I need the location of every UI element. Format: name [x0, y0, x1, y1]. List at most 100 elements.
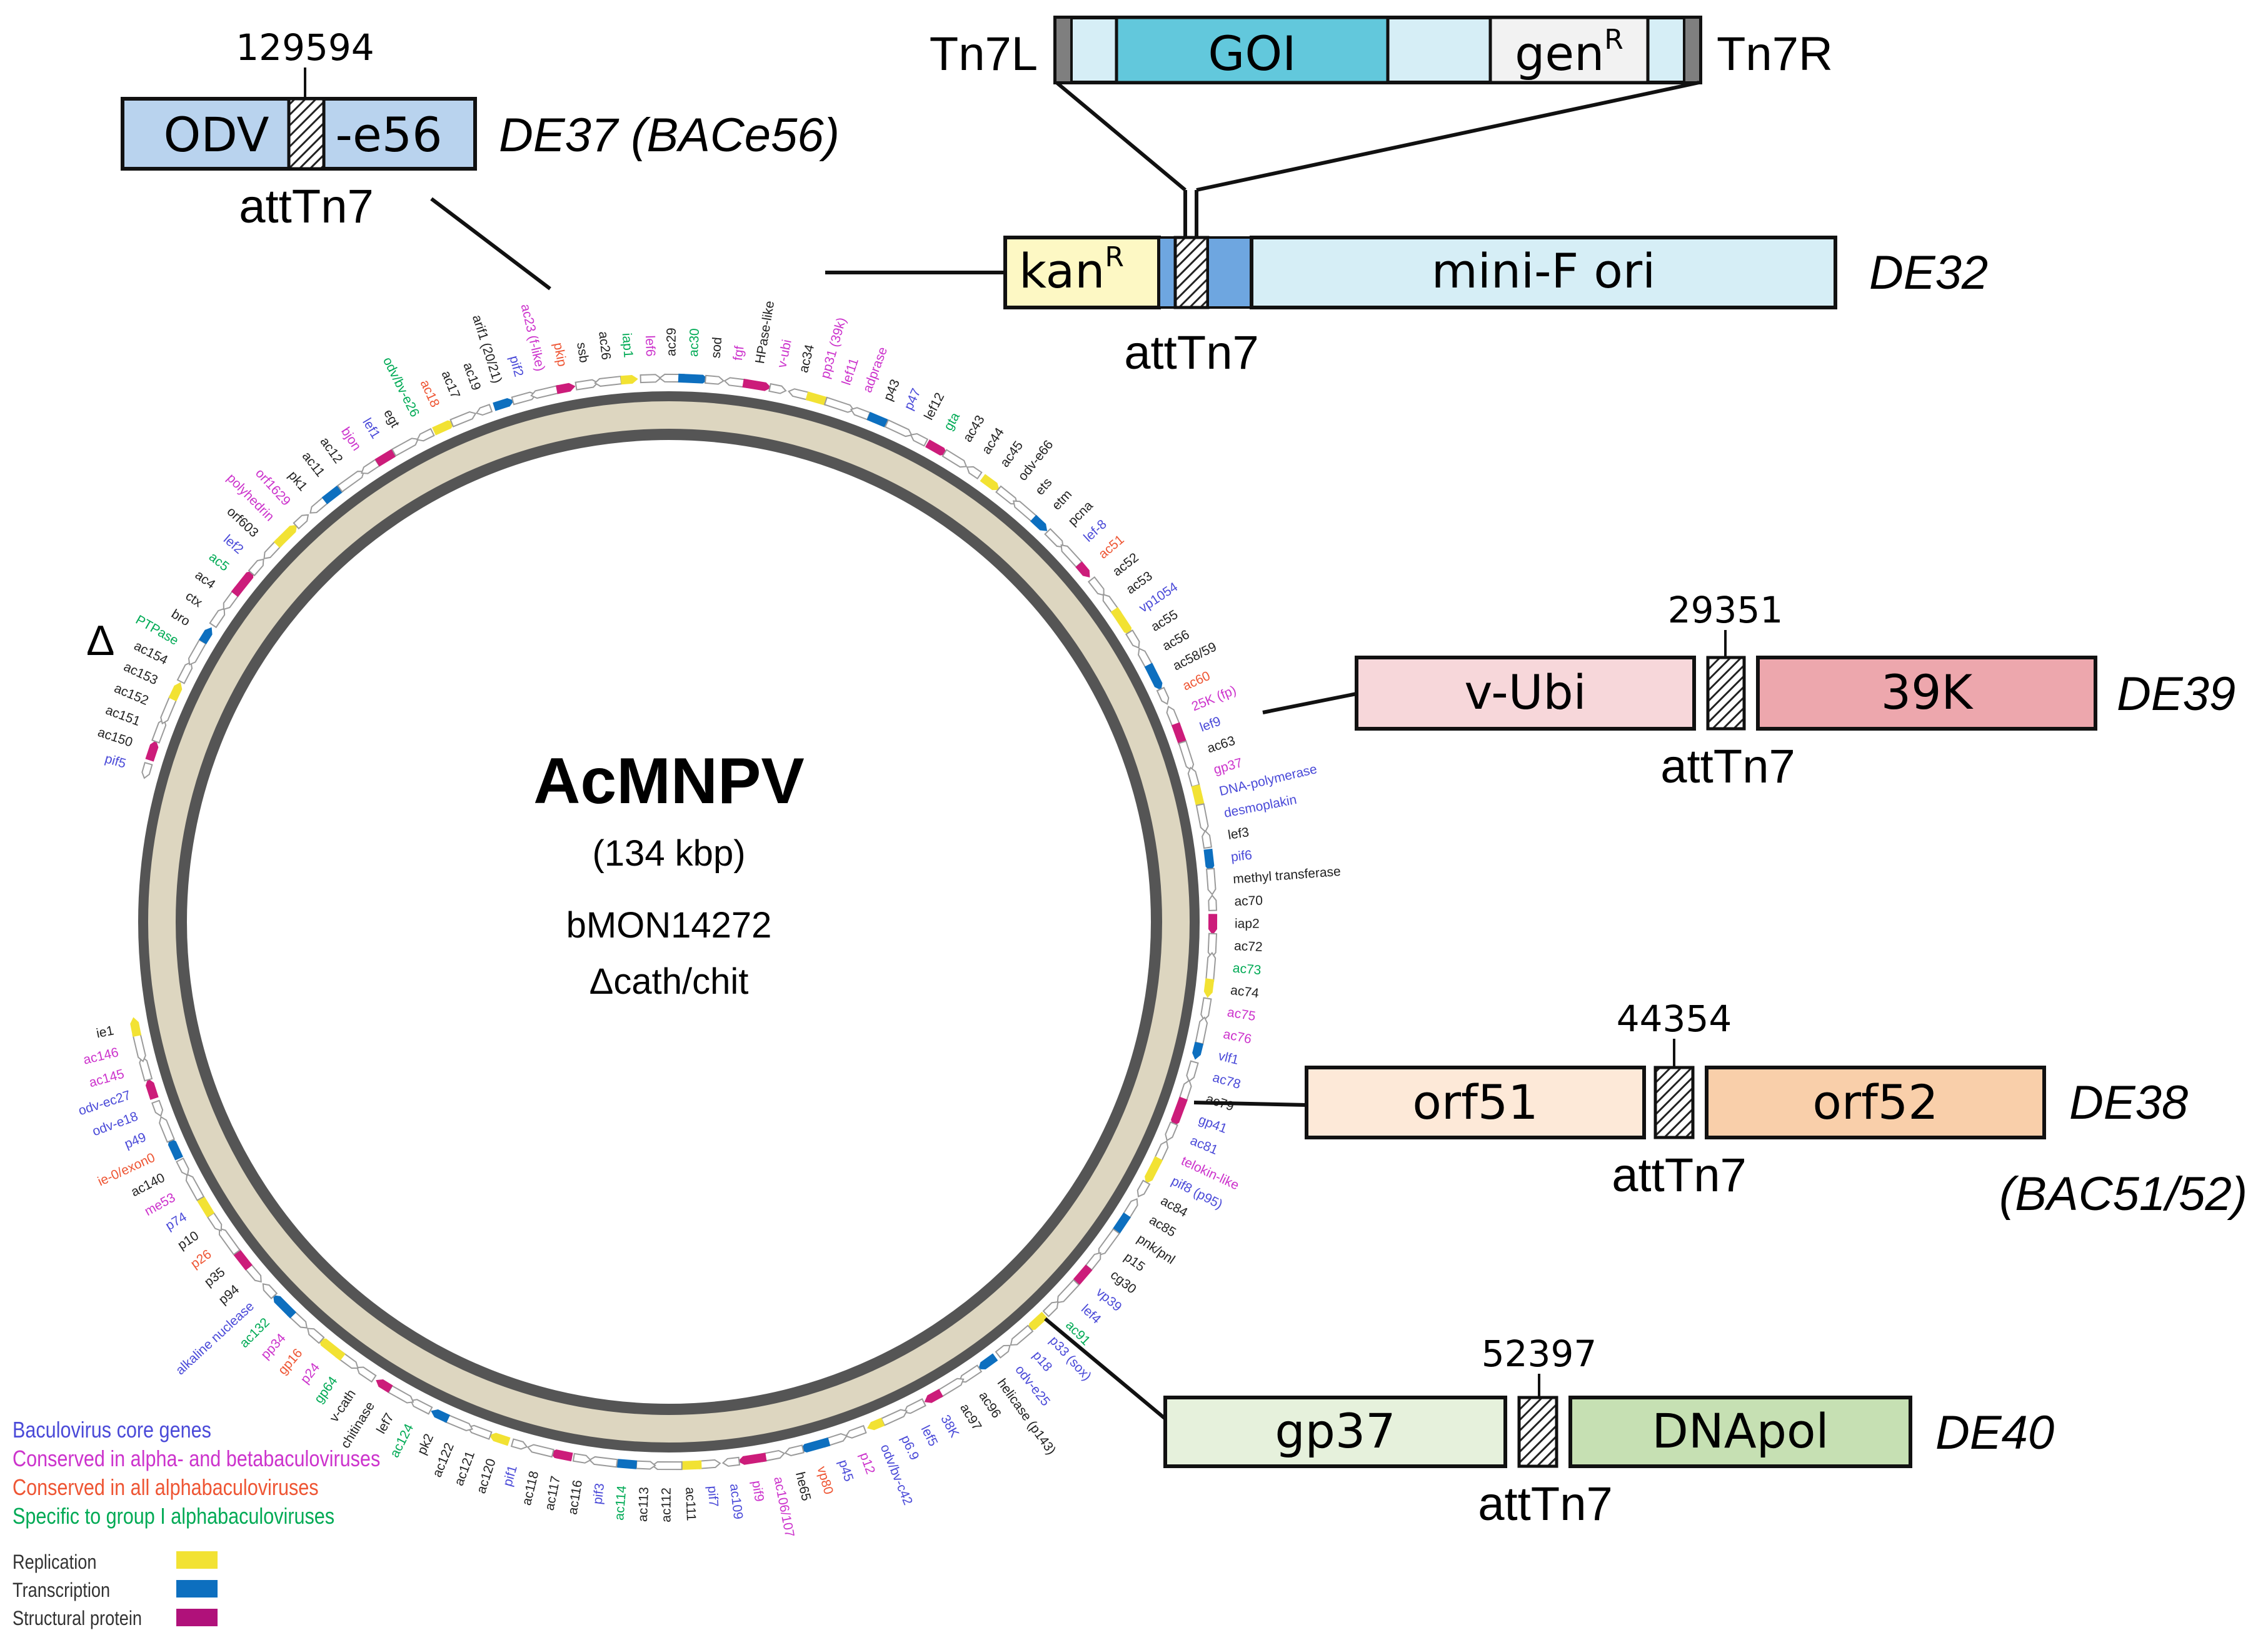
gene-label: ac96 [976, 1389, 1003, 1421]
gene-arrow [1098, 1228, 1120, 1256]
gene-arrow [262, 1283, 278, 1299]
gene-arrow [431, 1409, 451, 1423]
de38-right-label: orf52 [1812, 1074, 1938, 1130]
gene-label: ac63 [1205, 734, 1237, 756]
gene-arrow [978, 1353, 998, 1369]
genome-ring-inner [176, 429, 1162, 1415]
gene-label: ets [1033, 475, 1055, 498]
gene-arrow [635, 1460, 656, 1470]
gene-arrow [132, 1032, 146, 1062]
legend-all-alpha: Conserved in all alphabaculoviruses [13, 1476, 319, 1501]
gene-label: lef1 [359, 416, 383, 441]
genr-label: genR [1515, 24, 1623, 81]
de38-position: 44354 [1617, 998, 1732, 1040]
gene-label: lef2 [221, 532, 246, 557]
gene-arrow [1137, 1179, 1151, 1198]
gene-label: ac75 [1227, 1005, 1257, 1024]
de40-connector [1044, 1317, 1167, 1421]
gene-arrow [168, 682, 183, 702]
gene-label: lef-8 [1081, 517, 1110, 545]
legend-replication-swatch [176, 1551, 218, 1569]
gene-label: ac12 [317, 434, 345, 466]
gene-arrow [361, 459, 381, 474]
gene-label: ac81 [1188, 1133, 1220, 1158]
de37-construct: 129594 ODV -e56 attTn7 DE37 (BACe56) [121, 26, 840, 291]
de32-attn7-label: attTn7 [1124, 326, 1258, 379]
gene-arrow [784, 1444, 805, 1456]
gene-label: ac111 [683, 1487, 698, 1521]
gene-label: ac45 [998, 439, 1026, 470]
de37-position: 129594 [236, 26, 374, 69]
gene-arrow [866, 1418, 885, 1431]
gene-arrow [1195, 803, 1209, 833]
gene-arrow [1192, 1041, 1204, 1060]
gene-label: p94 [216, 1282, 243, 1307]
gene-arrow [1165, 1121, 1178, 1142]
de37-right-label: -e56 [336, 107, 443, 162]
gene-label: lef7 [374, 1411, 397, 1436]
de32-flank-right [1207, 236, 1253, 309]
gene-label: he65 [793, 1471, 813, 1502]
gene-arrow [1208, 914, 1218, 935]
gene-label: iap1 [620, 332, 636, 358]
gene-arrow [698, 1459, 721, 1469]
gene-arrow [1060, 544, 1083, 568]
legend-transcription: Transcription [13, 1579, 110, 1602]
goi-box [1115, 16, 1390, 84]
gene-arrow [475, 403, 493, 416]
gene-arrow [845, 1424, 867, 1439]
de40-right-box [1568, 1396, 1912, 1468]
gene-label: ac114 [612, 1485, 629, 1521]
gene-arrow [160, 695, 178, 725]
legend-alpha-beta: Conserved in alpha- and betabaculoviruse… [13, 1447, 380, 1472]
de37-attn7-label: attTn7 [239, 180, 373, 233]
gene-label: p10 [175, 1229, 201, 1253]
genome-map: pif5ac150ac151ac152ac153ac154PTPasebroct… [77, 300, 1342, 1539]
gene-label: ac84 [1158, 1194, 1190, 1221]
gene-arrow [1202, 829, 1213, 849]
de38-left-box [1305, 1066, 1646, 1139]
gene-label: egt [381, 407, 402, 430]
gene-arrow [1030, 514, 1048, 531]
gene-arrow [130, 1017, 142, 1037]
gene-label: gp37 [1212, 756, 1244, 778]
gene-label: ac55 [1148, 608, 1180, 634]
gene-label: ac109 [727, 1483, 745, 1520]
de39-position: 29351 [1668, 589, 1784, 631]
gene-label: ac74 [1230, 983, 1260, 1001]
genome-ring-outer [138, 391, 1200, 1452]
de32-site-label: DE32 [1869, 246, 1988, 299]
gene-label: p45 [836, 1458, 856, 1483]
gene-arrow [1145, 1156, 1163, 1184]
gene-label: p47 [901, 386, 924, 412]
gene-label: HPase-like [753, 300, 777, 365]
gene-label: pif1 [500, 1464, 519, 1488]
gene-arrow [721, 1456, 741, 1467]
gene-arrow [1125, 629, 1140, 649]
gene-arrow [1186, 1060, 1199, 1082]
gene-arrow [640, 374, 662, 384]
gene-arrow [185, 1173, 205, 1201]
gene-label: vp39 [1093, 1285, 1125, 1314]
gene-arrow [273, 1295, 297, 1319]
gene-arrow [910, 433, 929, 447]
gene-arrow [1187, 766, 1200, 788]
gene-label: ac34 [796, 343, 817, 374]
gene-arrow [1195, 1016, 1208, 1045]
gene-arrow [218, 1228, 241, 1256]
gene-label: pif7 [705, 1485, 720, 1507]
gene-label: ac4 [193, 568, 218, 592]
de38-construct: 44354 orf51 orf52 attTn7 DE38 (BAC51/52) [1193, 998, 2247, 1221]
gene-label: bro [169, 607, 193, 629]
gene-label: ac60 [1180, 669, 1212, 694]
gene-arrow [493, 398, 514, 411]
gene-arrow [884, 419, 913, 438]
gene-label: ac118 [519, 1469, 542, 1507]
gene-label: fgf [731, 345, 747, 361]
gene-label: vlf1 [1217, 1049, 1240, 1068]
de37-connector [430, 197, 551, 291]
cassette-line-left [1055, 81, 1187, 192]
gene-arrow [1042, 1301, 1059, 1318]
gene-arrow [444, 1414, 473, 1431]
gene-label: ac26 [596, 331, 613, 361]
